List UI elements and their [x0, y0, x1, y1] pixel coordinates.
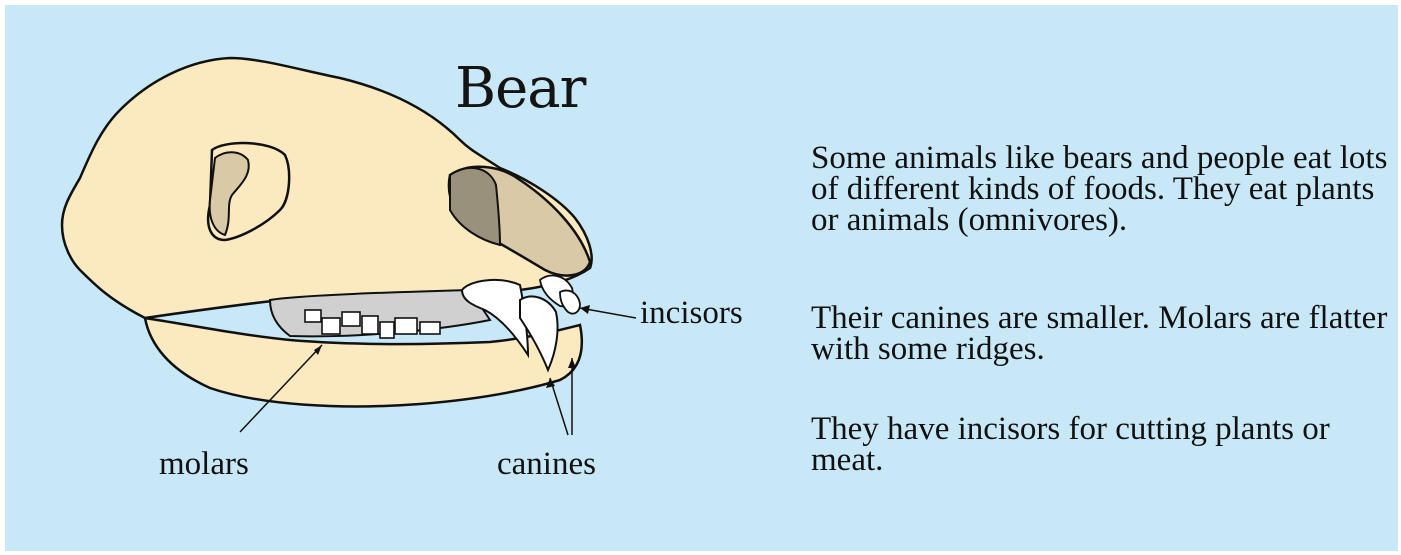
description-paragraph: Their canines are smaller. Molars are fl… [811, 303, 1391, 365]
arrowhead [580, 305, 590, 314]
diagram-title: Bear [455, 56, 585, 121]
incisor [560, 291, 580, 314]
molar [380, 322, 394, 338]
molar [362, 316, 378, 334]
label-canines: canines [497, 446, 596, 483]
canines-leader-1 [550, 378, 568, 435]
label-incisors: incisors [640, 295, 743, 332]
description-paragraph: They have incisors for cutting plants or… [811, 414, 1391, 476]
description-paragraph: Some animals like bears and people eat l… [811, 143, 1391, 236]
molar [342, 312, 360, 326]
molar [305, 310, 321, 322]
label-molars: molars [159, 446, 249, 483]
molar [420, 322, 440, 334]
molar [322, 318, 340, 334]
molar [395, 318, 417, 334]
